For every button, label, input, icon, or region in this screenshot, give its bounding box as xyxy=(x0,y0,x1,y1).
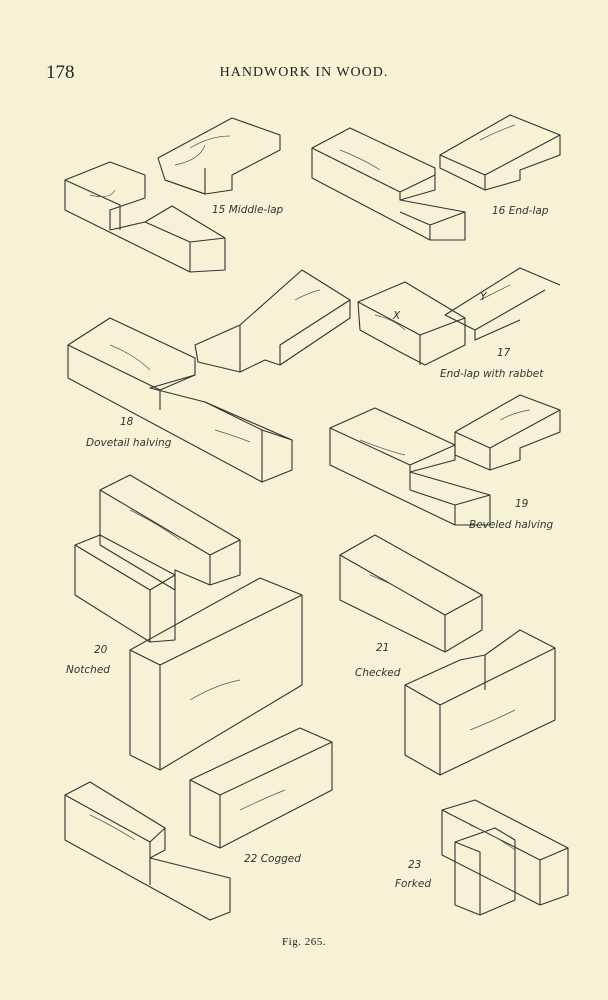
name-joint-17: End-lap with rabbet xyxy=(440,368,544,380)
joint-17-drawing xyxy=(357,267,561,366)
number-joint-20: 20 xyxy=(94,644,108,656)
name-joint-21: Checked xyxy=(355,667,401,679)
page-header: 178 HANDWORK IN WOOD. xyxy=(0,62,608,86)
name-joint-19: Beveled halving xyxy=(469,519,554,531)
joint-16-drawing xyxy=(311,114,561,241)
joint-15-drawing xyxy=(64,117,281,273)
name-joint-23: Forked xyxy=(395,878,431,890)
joint-22-drawing xyxy=(64,727,333,921)
mark-y: Y xyxy=(480,291,488,303)
label-joint-16: 16 End-lap xyxy=(492,205,549,217)
joint-20-drawing xyxy=(74,474,303,771)
name-joint-20: Notched xyxy=(66,664,110,676)
joint-21-drawing xyxy=(339,534,556,776)
mark-x: X xyxy=(392,310,401,322)
figure-caption: Fig. 265. xyxy=(282,936,326,948)
name-joint-18: Dovetail halving xyxy=(86,437,172,449)
label-joint-22: 22 Cogged xyxy=(244,853,301,865)
joint-23-drawing xyxy=(441,799,569,916)
number-joint-19: 19 xyxy=(515,498,529,510)
label-joint-15: 15 Middle-lap xyxy=(212,204,284,216)
page-number: 178 xyxy=(46,62,75,83)
number-joint-18: 18 xyxy=(120,416,134,428)
joint-18-drawing xyxy=(67,269,351,483)
running-head: HANDWORK IN WOOD. xyxy=(219,65,389,80)
number-joint-21: 21 xyxy=(376,642,389,654)
joint-19-drawing xyxy=(329,394,561,526)
number-joint-17: 17 xyxy=(497,347,511,359)
number-joint-23: 23 xyxy=(408,859,421,871)
